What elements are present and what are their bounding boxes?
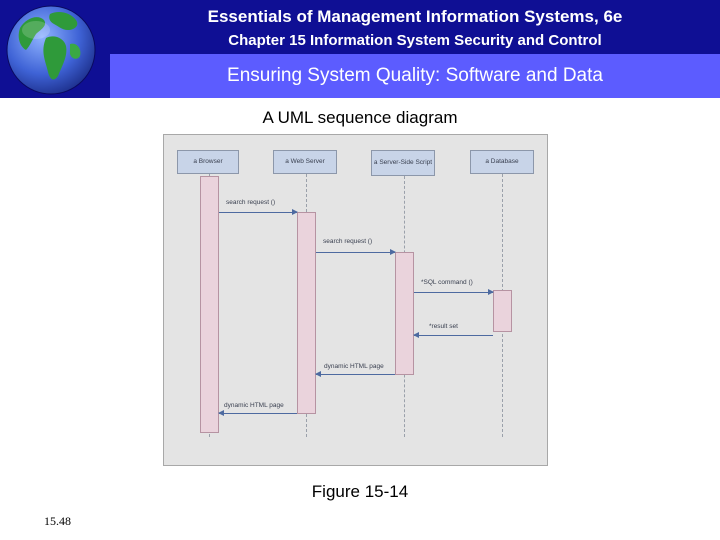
lifeline-browser: a Browser bbox=[177, 150, 239, 174]
diagram-caption: A UML sequence diagram bbox=[262, 108, 458, 127]
message-label: dynamic HTML page bbox=[224, 402, 284, 409]
message-arrow bbox=[413, 332, 493, 338]
section-title: Ensuring System Quality: Software and Da… bbox=[227, 65, 603, 86]
activation-browser bbox=[200, 176, 219, 433]
sequence-diagram: a Browser a Web Server a Server-Side Scr… bbox=[163, 134, 548, 466]
message-label: *result set bbox=[429, 323, 458, 330]
lifeline-web-server: a Web Server bbox=[273, 150, 337, 174]
title-band: Essentials of Management Information Sys… bbox=[110, 0, 720, 54]
globe-icon bbox=[6, 5, 96, 95]
message-arrow bbox=[315, 371, 395, 377]
chapter-title: Chapter 15 Information System Security a… bbox=[228, 32, 602, 49]
message-label: dynamic HTML page bbox=[324, 363, 384, 370]
figure-caption: Figure 15-14 bbox=[311, 482, 409, 501]
message-arrow bbox=[316, 249, 396, 255]
lifeline-server-side-script: a Server-Side Script bbox=[371, 150, 435, 176]
message-arrow bbox=[219, 209, 298, 215]
book-title: Essentials of Management Information Sys… bbox=[207, 7, 623, 26]
slide-number: 15.48 bbox=[44, 514, 71, 528]
lifeline-database: a Database bbox=[470, 150, 534, 174]
message-label: *SQL command () bbox=[421, 279, 473, 286]
message-label: search request () bbox=[226, 199, 276, 206]
activation-web-server bbox=[297, 212, 316, 414]
activation-server-side-script bbox=[395, 252, 414, 375]
message-arrow bbox=[414, 289, 494, 295]
activation-database bbox=[493, 290, 512, 332]
message-label: search request () bbox=[323, 238, 373, 245]
section-band: Ensuring System Quality: Software and Da… bbox=[110, 54, 720, 98]
message-arrow bbox=[218, 410, 297, 416]
